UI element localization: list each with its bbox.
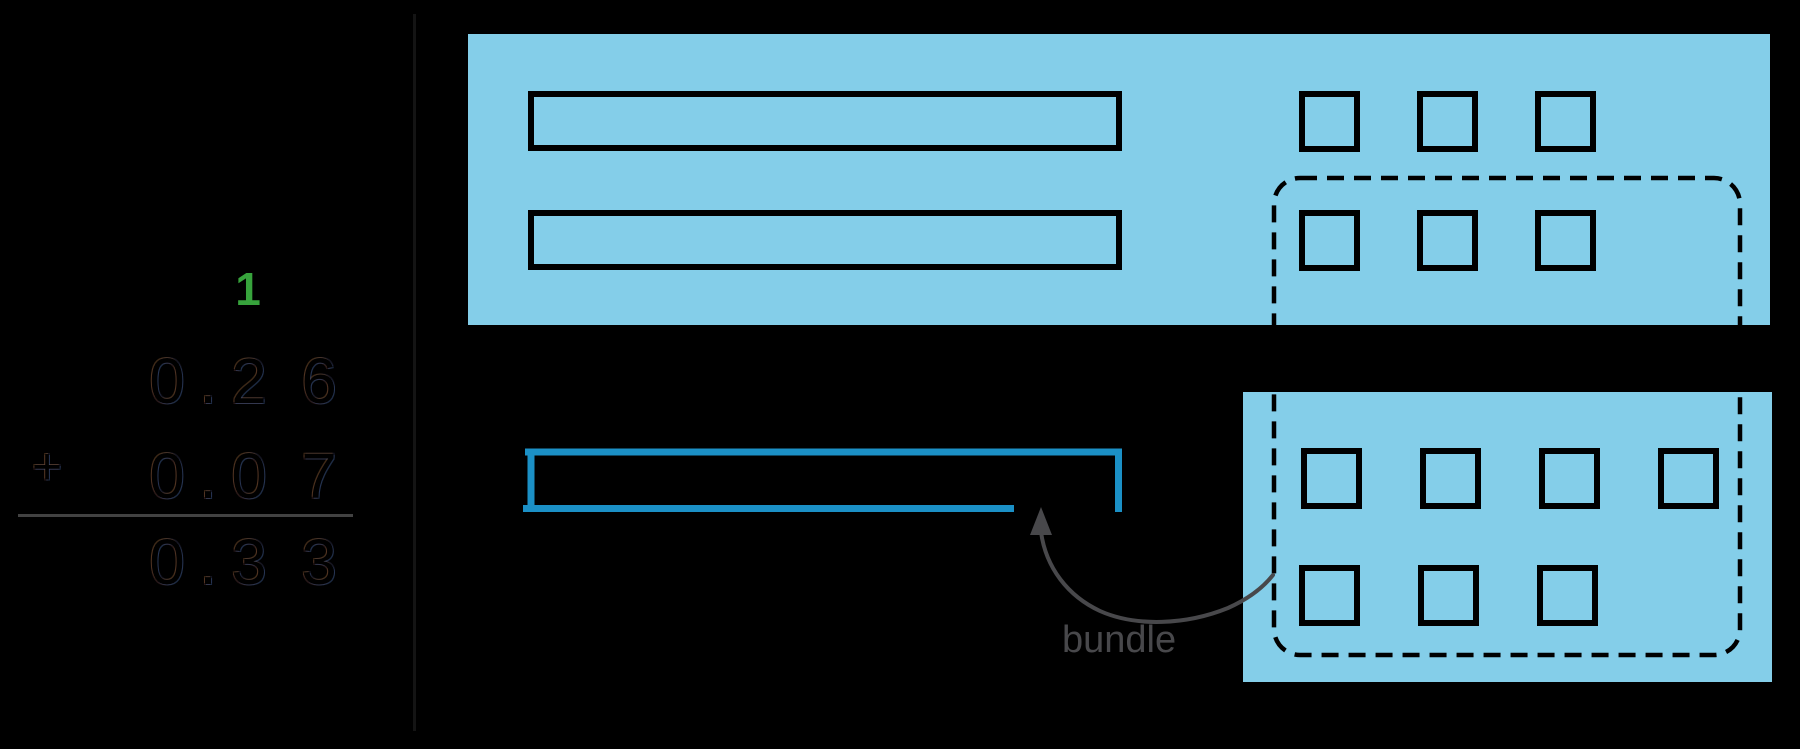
hundredth-squares-row	[1299, 91, 1596, 152]
addend1-tenths: 2	[231, 345, 267, 417]
sum-tenths: 3	[231, 526, 267, 598]
hundredth-squares-row	[1301, 448, 1719, 509]
hundredth-square	[1537, 565, 1598, 626]
hundredth-square	[1301, 448, 1362, 509]
hundredth-square	[1417, 210, 1478, 271]
hundredth-squares-row	[1299, 565, 1598, 626]
sum-hundredths: 3	[301, 526, 337, 598]
hundredth-squares-row	[1299, 210, 1596, 271]
hundredth-square	[1535, 91, 1596, 152]
hundredth-square	[1299, 91, 1360, 152]
tenth-rod	[528, 210, 1122, 270]
addend1-ones: 0	[149, 345, 185, 417]
bundle-label: bundle	[1062, 619, 1177, 661]
bundled-tenth-rod	[523, 448, 1122, 512]
addend2-hundredths: 7	[301, 440, 337, 512]
addend2-tenths: 0	[231, 440, 267, 512]
carry-digit: 1	[235, 263, 261, 315]
bundle-arrow-curve	[1039, 530, 1275, 624]
addend2-blocks-panel	[1243, 392, 1772, 682]
equals-rule-line	[18, 514, 353, 517]
addend1-blocks-panel	[468, 34, 1770, 325]
sum-decimal: .	[199, 526, 217, 598]
hundredth-square	[1299, 565, 1360, 626]
hundredth-square	[1539, 448, 1600, 509]
addend1-decimal: .	[199, 345, 217, 417]
hundredth-square	[1299, 210, 1360, 271]
bundle-arrowhead	[1030, 507, 1052, 535]
section-divider-line	[413, 14, 416, 731]
hundredth-square	[1658, 448, 1719, 509]
plus-sign: +	[31, 438, 63, 496]
tenth-rod	[528, 91, 1122, 151]
hundredth-square	[1420, 448, 1481, 509]
hundredth-square	[1417, 91, 1478, 152]
tenth-rods-group	[528, 91, 1122, 270]
sum-ones: 0	[149, 526, 185, 598]
addend2-decimal: .	[199, 440, 217, 512]
hundredth-square	[1418, 565, 1479, 626]
addend2-ones: 0	[149, 440, 185, 512]
hundredth-square	[1535, 210, 1596, 271]
addend1-hundredths: 6	[301, 345, 337, 417]
